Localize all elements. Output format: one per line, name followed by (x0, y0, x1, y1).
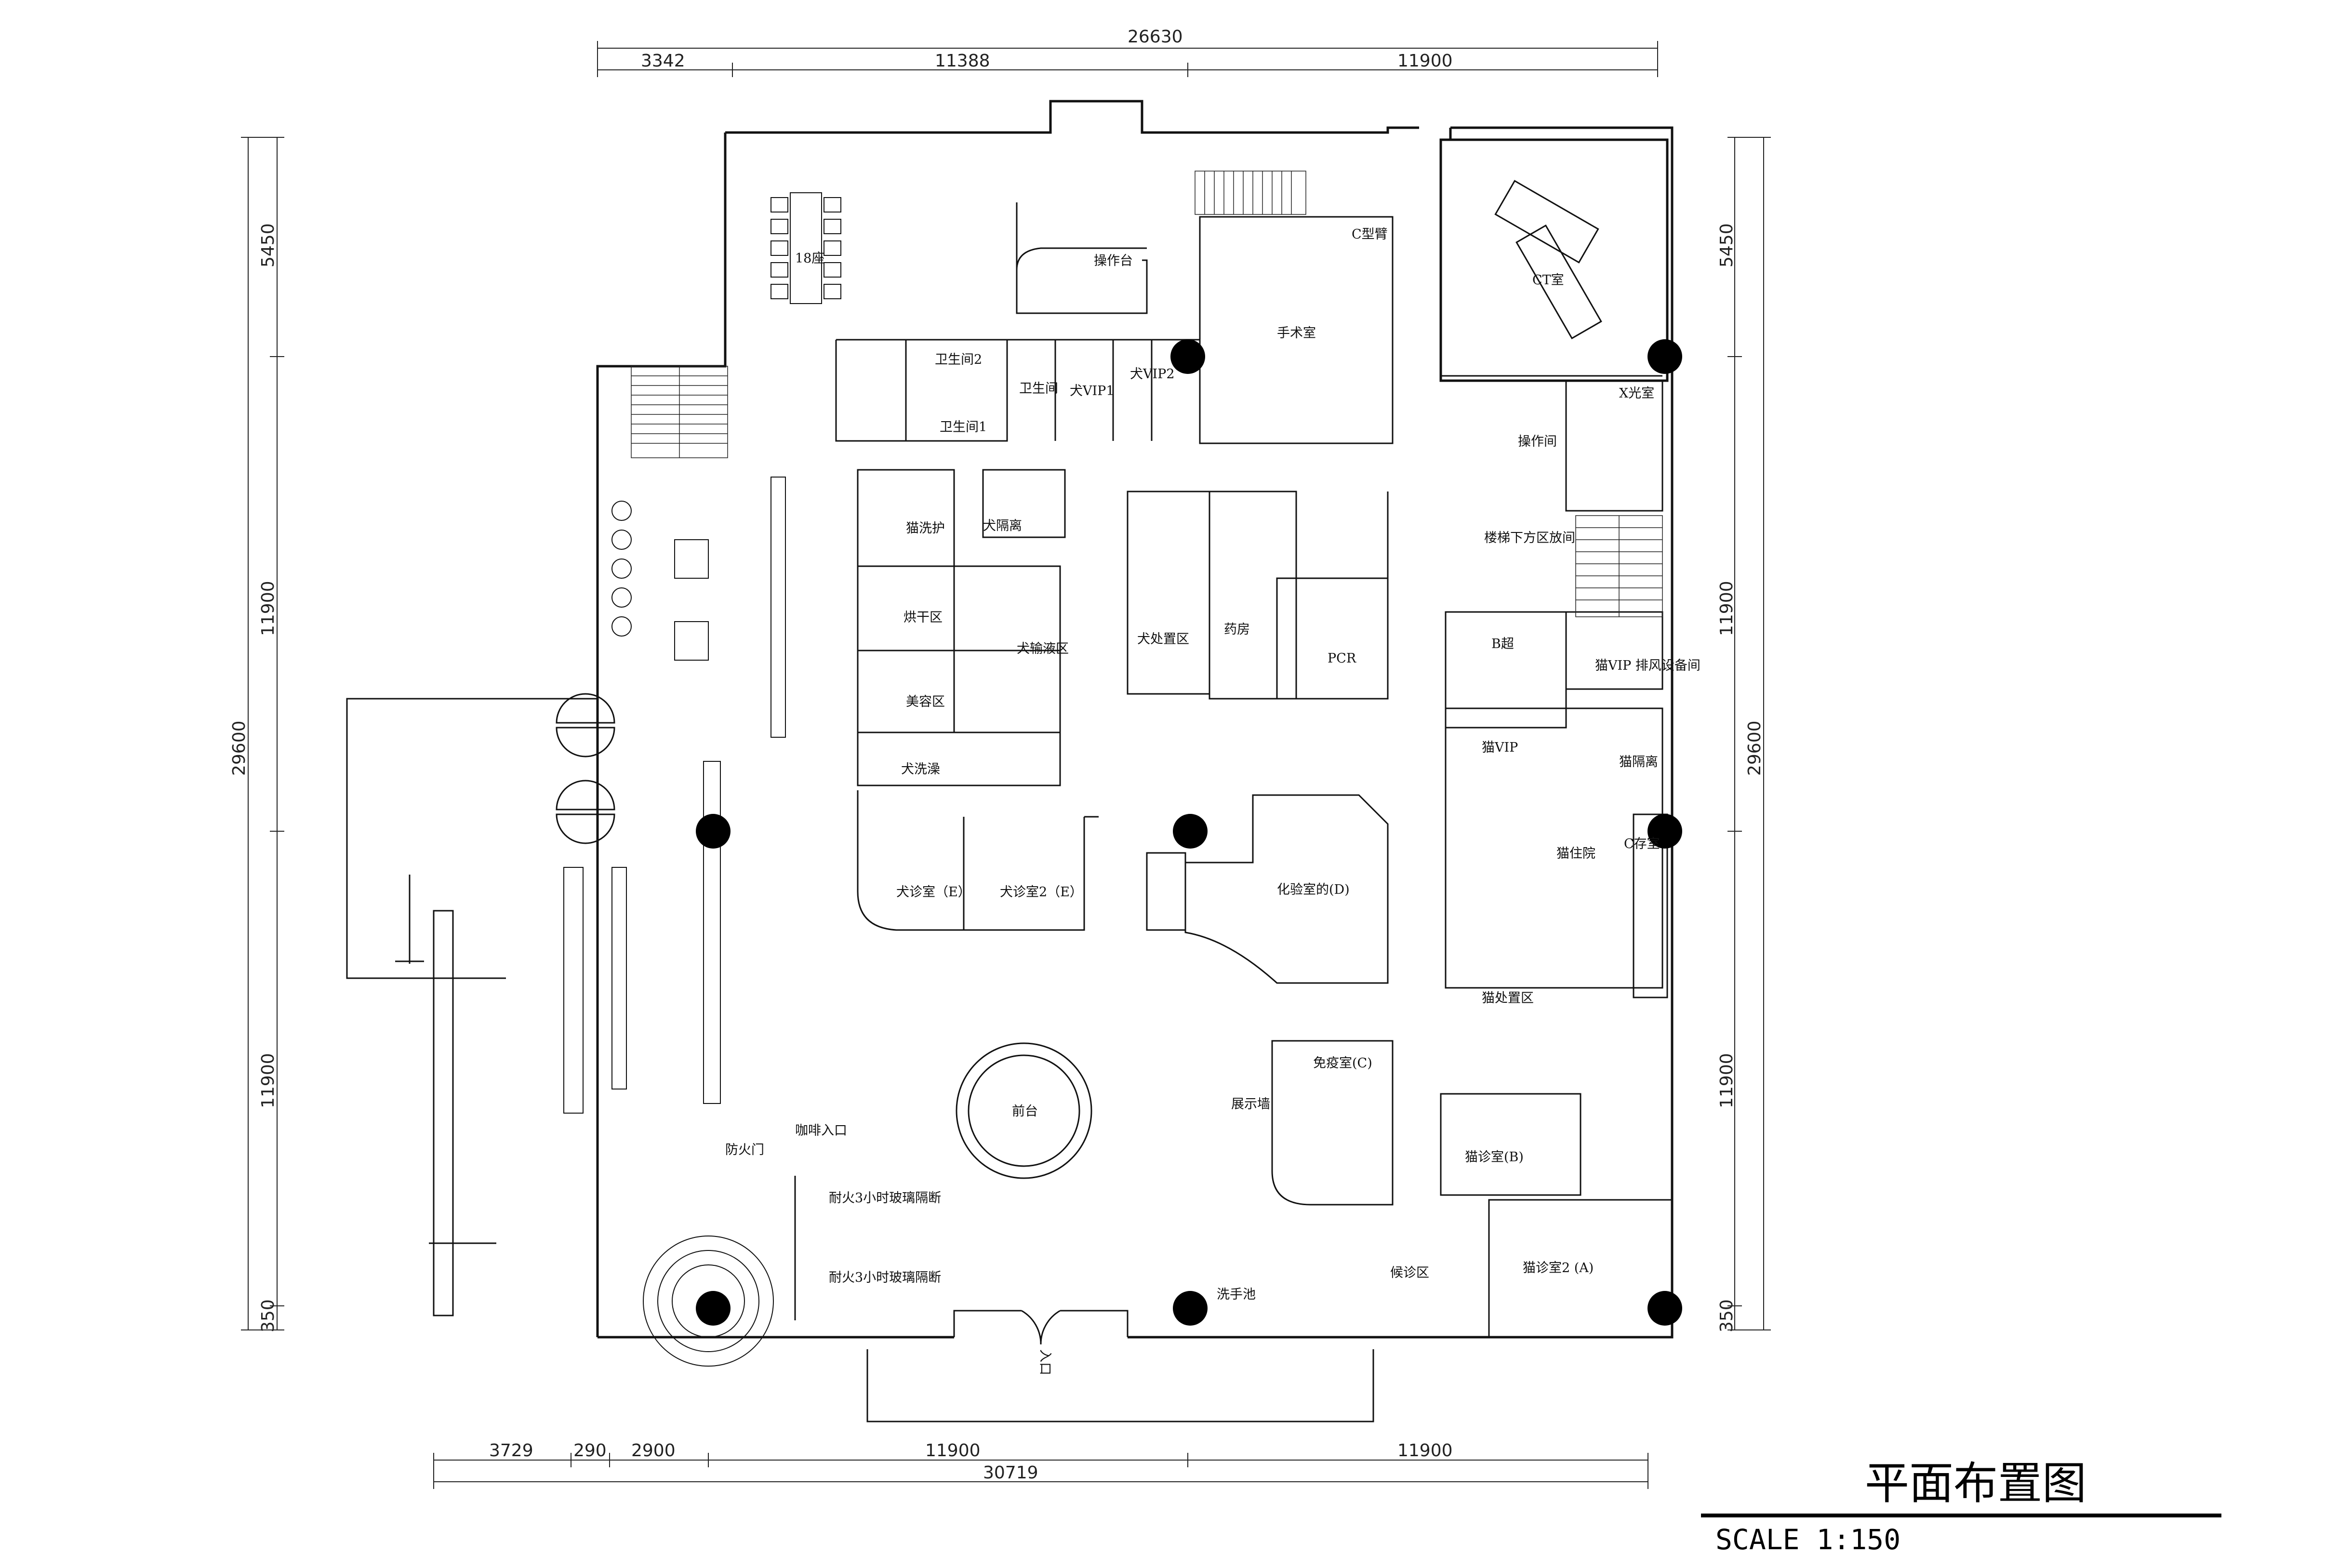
feature-spiral (643, 1236, 774, 1367)
label-fire-door: 防火门 (725, 1143, 764, 1157)
dim-left-2: 11900 (258, 1053, 278, 1108)
column (1173, 1291, 1208, 1326)
dim-top-2: 11900 (1397, 51, 1453, 71)
label-toilet2: 卫生间2 (935, 352, 982, 367)
label-console: 操作台 (1094, 253, 1133, 268)
left-terrace (346, 698, 598, 1316)
entrance-canopy (866, 1310, 1374, 1422)
label-cat-infusion: 猫住院 (1556, 846, 1595, 861)
label-meeting: 18座 (795, 251, 824, 266)
label-lab: 化验室的(D) (1277, 882, 1350, 897)
dim-right-3: 350 (1717, 1299, 1737, 1332)
label-dog-vip2: 犬VIP2 (1130, 367, 1175, 382)
label-cat-wash: 猫洗护 (906, 521, 945, 536)
label-xray: X光室 (1619, 386, 1654, 401)
label-dog-treat: 犬处置区 (1137, 632, 1189, 647)
label-glass-b: 耐火3小时玻璃隔断 (829, 1270, 941, 1285)
dim-right-0: 5450 (1717, 223, 1737, 267)
label-b-room: B超 (1491, 637, 1514, 651)
dim-top-0: 3342 (641, 51, 685, 71)
label-store-room: C存室 (1624, 837, 1660, 851)
label-pcr: PCR (1328, 651, 1356, 666)
label-reception: 前台 (1012, 1104, 1038, 1119)
dim-right-2: 11900 (1717, 1053, 1737, 1108)
label-stairs-below: 楼梯下方区放间 (1484, 531, 1575, 545)
label-surgery: 手术室 (1277, 326, 1316, 341)
label-cat-exam-b: 猫诊室(B) (1465, 1150, 1524, 1165)
label-cat-exam-a: 猫诊室2 (A) (1523, 1261, 1594, 1276)
column (1647, 814, 1682, 849)
label-waiting: 候诊区 (1390, 1265, 1429, 1280)
top-dimension (597, 41, 1658, 77)
right-dimension (1727, 137, 1771, 1330)
left-dimension (241, 137, 284, 1330)
reception-desk (956, 1042, 1092, 1179)
label-display: 展示墙 (1231, 1097, 1270, 1112)
label-hand-wash: 洗手池 (1217, 1287, 1256, 1302)
column (1173, 814, 1208, 849)
label-dog-wash: 犬洗澡 (901, 762, 940, 777)
label-ct-room: CT室 (1532, 273, 1564, 288)
label-cafe-entry: 咖啡入口 (795, 1123, 847, 1138)
label-glass-a: 耐火3小时玻璃隔断 (829, 1191, 941, 1206)
label-pharmacy: 药房 (1224, 622, 1250, 637)
column (696, 1291, 731, 1326)
label-dog-infusion: 犬输液区 (1017, 641, 1069, 656)
dim-right-total: 29600 (1745, 720, 1765, 776)
label-cat-equip: 猫VIP 排风设备间 (1595, 658, 1701, 673)
label-toilet1: 卫生间1 (940, 420, 987, 435)
dim-bottom-total: 30719 (983, 1463, 1038, 1483)
cafe-seating (563, 477, 786, 1114)
structural-columns (696, 339, 1682, 1326)
label-dryer: 烘干区 (903, 610, 943, 625)
meeting-table (771, 192, 841, 304)
room-labels: CT室 手术室 C型臂 操作台 卫生间2 卫生间 卫生间1 犬VIP1 犬VIP… (725, 227, 1701, 1375)
column (696, 814, 731, 849)
label-dog-exam2: 犬诊室2（E） (1000, 885, 1083, 900)
dim-bottom-0: 3729 (489, 1441, 533, 1461)
label-dog-vip1: 犬VIP1 (1070, 384, 1115, 399)
dim-left-1: 11900 (258, 581, 278, 636)
label-cat-isolation: 猫隔离 (1619, 755, 1658, 770)
dim-right-1: 11900 (1717, 581, 1737, 636)
dim-top-total: 26630 (1128, 27, 1183, 47)
scale-label: SCALE 1:150 (1715, 1523, 1900, 1556)
label-c-arm: C型臂 (1352, 227, 1388, 242)
column (1647, 1291, 1682, 1326)
stair-right (1575, 515, 1663, 617)
page-title: 平面布置图 (1865, 1458, 2086, 1509)
dim-left-3: 350 (258, 1299, 278, 1332)
interior-walls (835, 202, 1673, 1338)
left-door-pair (556, 693, 615, 844)
bottom-dimension (433, 1453, 1648, 1489)
dim-bottom-2: 2900 (631, 1441, 676, 1461)
dim-bottom-3: 11900 (925, 1441, 981, 1461)
stair-top (1195, 171, 1306, 215)
label-entrance: 入口 (1037, 1349, 1052, 1375)
label-operation: 操作间 (1518, 434, 1557, 449)
dim-bottom-4: 11900 (1397, 1441, 1453, 1461)
dim-top-1: 11388 (935, 51, 990, 71)
column (1170, 339, 1205, 374)
column (1647, 339, 1682, 374)
label-dog-isolation: 犬隔离 (983, 518, 1022, 533)
dim-bottom-1: 290 (573, 1441, 607, 1461)
dim-left-total: 29600 (229, 720, 249, 776)
label-beauty: 美容区 (906, 694, 945, 709)
label-cat-treat: 猫处置区 (1482, 991, 1534, 1006)
stair-left (631, 366, 728, 458)
label-cat-vip: 猫VIP (1482, 740, 1518, 755)
label-dog-exam: 犬诊室（E） (896, 885, 971, 900)
label-immune: 免疫室(C) (1313, 1056, 1372, 1071)
ct-machine-icon (1494, 180, 1602, 340)
label-toilet: 卫生间 (1019, 381, 1058, 396)
dim-left-0: 5450 (258, 223, 278, 267)
